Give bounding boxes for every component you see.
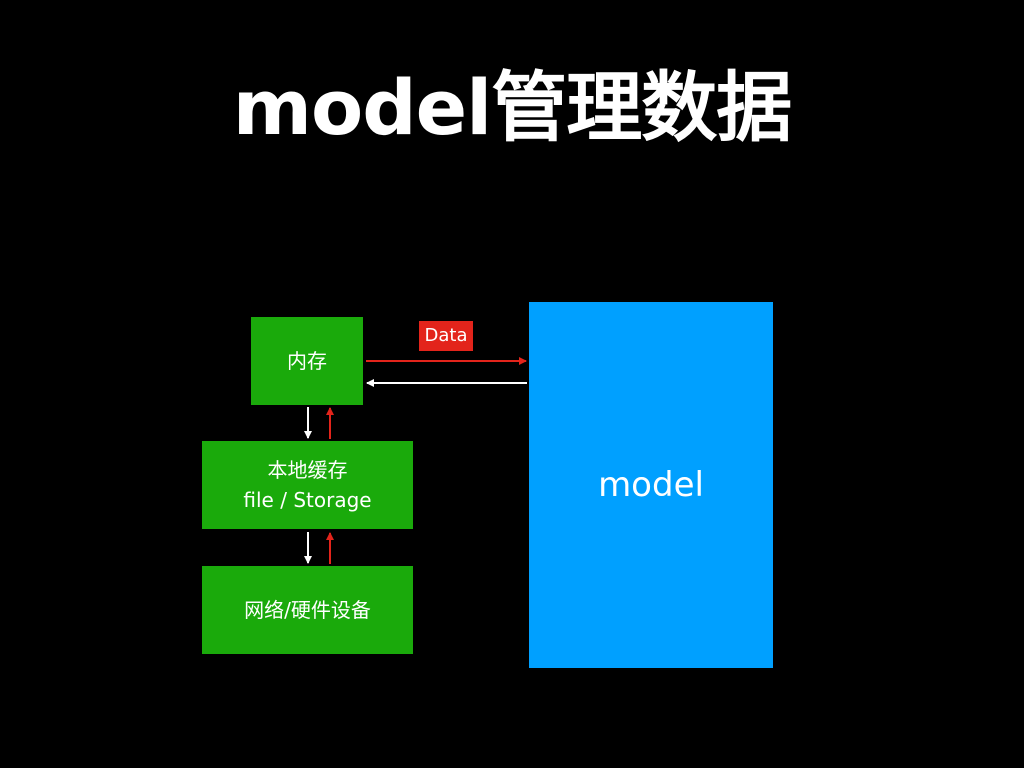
slide-title: model管理数据 xyxy=(232,63,792,152)
memory-label: 内存 xyxy=(287,349,327,373)
network-label: 网络/硬件设备 xyxy=(244,598,371,622)
data-flow-label: Data xyxy=(419,321,473,351)
model-box: model xyxy=(529,302,773,668)
memory-box: 内存 xyxy=(251,317,363,405)
model-label: model xyxy=(598,465,704,505)
local-cache-sublabel: file / Storage xyxy=(243,488,372,512)
local-cache-box: 本地缓存 file / Storage xyxy=(202,441,413,529)
local-cache-label: 本地缓存 xyxy=(267,458,348,482)
network-box: 网络/硬件设备 xyxy=(202,566,413,654)
